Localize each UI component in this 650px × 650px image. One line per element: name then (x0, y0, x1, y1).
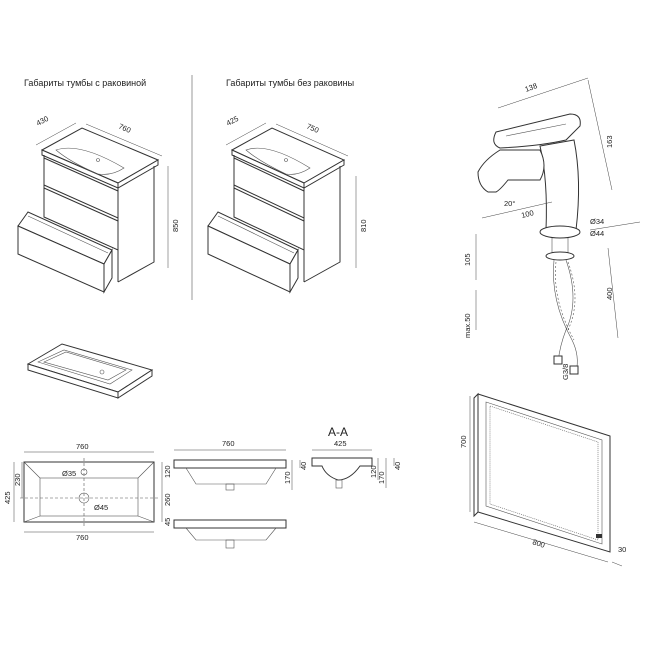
dim-faucet-d1: Ø34 (590, 217, 604, 226)
dim-section-h1: 120 (369, 465, 378, 478)
dim-plan-width-bottom: 760 (76, 533, 89, 542)
dim-cab2-width: 750 (305, 122, 320, 135)
dim-faucet-spout: 100 (520, 208, 534, 220)
dim-front-h2: 40 (299, 462, 308, 470)
dim-faucet-h1: 105 (463, 253, 472, 266)
dim-faucet-d2: Ø44 (590, 229, 604, 238)
dim-section-h2: 170 (377, 471, 386, 484)
faucet-drawing (475, 77, 641, 375)
dim-mirror-width: 800 (531, 537, 546, 549)
dim-plan-right3: 45 (163, 518, 172, 526)
dim-plan-drain: Ø45 (94, 503, 108, 512)
dim-plan-right1: 120 (163, 465, 172, 478)
dim-faucet-thread: G3/8 (561, 364, 570, 380)
mirror-drawing (469, 392, 623, 567)
dim-cab2-depth: 425 (225, 114, 240, 128)
dim-faucet-max: max.50 (463, 313, 472, 338)
dim-plan-right2: 260 (163, 493, 172, 506)
sink-front-drawing (173, 449, 301, 549)
title-without-sink: Габариты тумбы без раковины (226, 78, 354, 88)
cabinet-with-sink-drawing (17, 122, 169, 294)
section-aa-drawing (311, 449, 395, 489)
sink-perspective-drawing (26, 343, 154, 399)
dim-faucet-angle: 20° (504, 199, 515, 208)
section-label: A-A (328, 425, 348, 439)
dim-section-depth: 425 (334, 439, 347, 448)
dim-front-h1: 170 (283, 471, 292, 484)
dim-cab2-height: 810 (359, 219, 368, 232)
dim-plan-tap: Ø35 (62, 469, 76, 478)
cabinet-without-sink-drawing (207, 122, 357, 294)
dim-faucet-height: 163 (605, 135, 614, 148)
dim-plan-width-top: 760 (76, 442, 89, 451)
dim-front-width: 760 (222, 439, 235, 448)
dim-cab1-height: 850 (171, 219, 180, 232)
dim-mirror-depth: 30 (618, 545, 626, 554)
dim-faucet-length: 138 (524, 81, 539, 94)
dim-mirror-height: 700 (459, 435, 468, 448)
dim-faucet-hose: 400 (605, 287, 614, 300)
dim-cab1-width: 760 (117, 122, 132, 135)
dim-plan-depth: 425 (3, 491, 12, 504)
dim-section-h3: 40 (393, 462, 402, 470)
dim-plan-left-top: 230 (13, 473, 22, 486)
dim-cab1-depth: 430 (35, 114, 50, 128)
sink-plan-drawing (13, 451, 163, 533)
title-with-sink: Габариты тумбы с раковиной (24, 78, 146, 88)
